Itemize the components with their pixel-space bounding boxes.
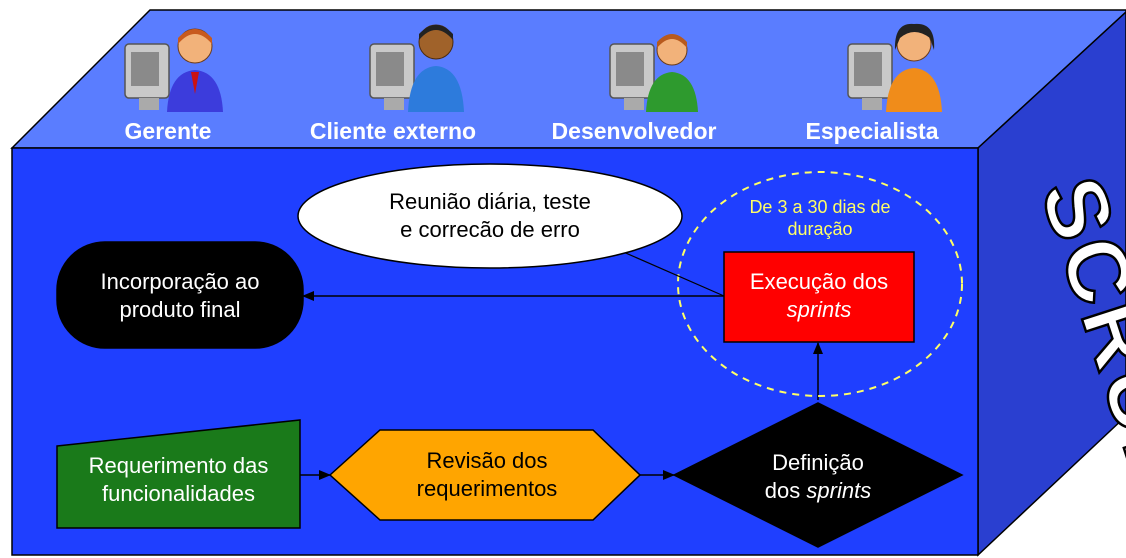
role-label-client: Cliente externo [309,118,477,144]
developer-user-icon [609,34,698,112]
duration-line-1: De 3 a 30 dias de [749,197,891,217]
role-label-specialist: Especialista [805,118,939,144]
duration-dashed-circle [677,171,963,397]
execution-text: Execução dos sprints [724,268,914,324]
duration-text: De 3 a 30 dias de duração [690,196,950,240]
callout-ellipse [297,163,683,269]
review-text: Revisão dos requerimentos [360,447,614,503]
execution-shape [723,251,915,343]
review-shape [328,429,642,521]
callout-line-1: Reunião diária, teste [389,189,591,214]
definition-line-2-prefix: dos [764,478,807,503]
review-line-1: Revisão dos [426,448,548,473]
duration-line-2: duração [787,219,853,239]
requirements-shape [56,419,301,529]
final-product-text: Incorporação ao produto final [57,268,303,324]
manager-user-icon [124,28,223,112]
callout-text: Reunião diária, teste e correcão de erro [300,188,680,244]
requirements-line-1: Requerimento das [88,453,269,478]
final-product-line-1: Incorporação ao [100,269,260,294]
requirements-line-2: funcionalidades [102,481,255,506]
final-product-line-2: produto final [119,297,241,322]
definition-shape [672,402,964,548]
specialist-user-icon [847,23,942,112]
final-product-shape [56,241,304,349]
callout-line-2: e correcão de erro [400,217,580,242]
review-line-2: requerimentos [416,476,558,501]
execution-line-1: Execução dos [749,269,889,294]
execution-line-2: sprints [786,297,852,322]
requirements-text: Requerimento das funcionalidades [57,452,300,508]
role-label-manager: Gerente [124,118,212,144]
client-user-icon [369,24,464,112]
definition-line-2: dos sprints [738,477,898,505]
definition-line-1: Definição [772,450,864,475]
role-label-developer: Desenvolvedor [551,118,717,144]
definition-text: Definição dos sprints [738,449,898,505]
definition-line-2-italic: sprints [806,478,872,503]
